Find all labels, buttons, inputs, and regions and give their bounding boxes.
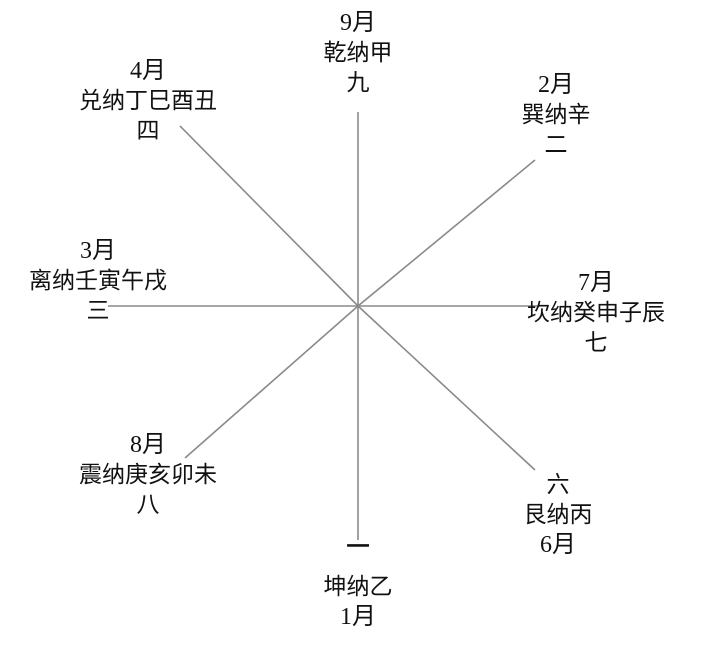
node-qian: 9月 乾纳甲 九 xyxy=(324,8,393,98)
node-kan-text: 坎纳癸申子辰 xyxy=(527,300,665,326)
node-gen-month: 6月 xyxy=(540,532,576,558)
node-dui-month: 4月 xyxy=(130,58,166,84)
node-gen: 六 艮纳丙 6月 xyxy=(524,470,593,560)
node-dui-number: 四 xyxy=(136,118,160,144)
node-xun: 2月 巽纳辛 二 xyxy=(522,70,591,160)
node-kan-month: 7月 xyxy=(578,270,614,296)
node-zhen-number: 八 xyxy=(136,492,160,518)
node-xun-month: 2月 xyxy=(538,72,574,98)
node-li-text: 离纳壬寅午戌 xyxy=(29,268,167,294)
node-kun-number: 一 xyxy=(346,533,370,560)
node-kan-number: 七 xyxy=(584,330,608,356)
node-gen-text: 艮纳丙 xyxy=(523,502,593,528)
node-xun-text: 巽纳辛 xyxy=(521,102,591,128)
spoke-xun xyxy=(357,159,536,307)
node-zhen-text: 震纳庚亥卯未 xyxy=(79,462,217,488)
node-qian-month: 9月 xyxy=(340,10,376,36)
node-kun: 一 坤纳乙 1月 xyxy=(324,532,393,632)
node-dui: 4月 兑纳丁巳酉丑 四 xyxy=(79,56,217,146)
node-qian-text: 乾纳甲 xyxy=(323,40,393,66)
node-kun-text: 坤纳乙 xyxy=(323,574,393,600)
node-zhen-month: 8月 xyxy=(130,432,166,458)
node-xun-number: 二 xyxy=(544,132,568,158)
node-kun-month: 1月 xyxy=(340,604,376,630)
node-li-number: 三 xyxy=(86,298,110,324)
node-qian-number: 九 xyxy=(346,70,370,96)
spoke-zhen xyxy=(184,305,359,459)
node-gen-number: 六 xyxy=(546,472,570,498)
node-zhen: 8月 震纳庚亥卯未 八 xyxy=(79,430,217,520)
node-li: 3月 离纳壬寅午戌 三 xyxy=(29,236,167,326)
node-li-month: 3月 xyxy=(80,238,116,264)
node-dui-text: 兑纳丁巳酉丑 xyxy=(79,88,217,114)
spoke-dui xyxy=(179,125,359,307)
node-kan: 7月 坎纳癸申子辰 七 xyxy=(527,268,665,358)
spoke-gen xyxy=(357,305,536,471)
